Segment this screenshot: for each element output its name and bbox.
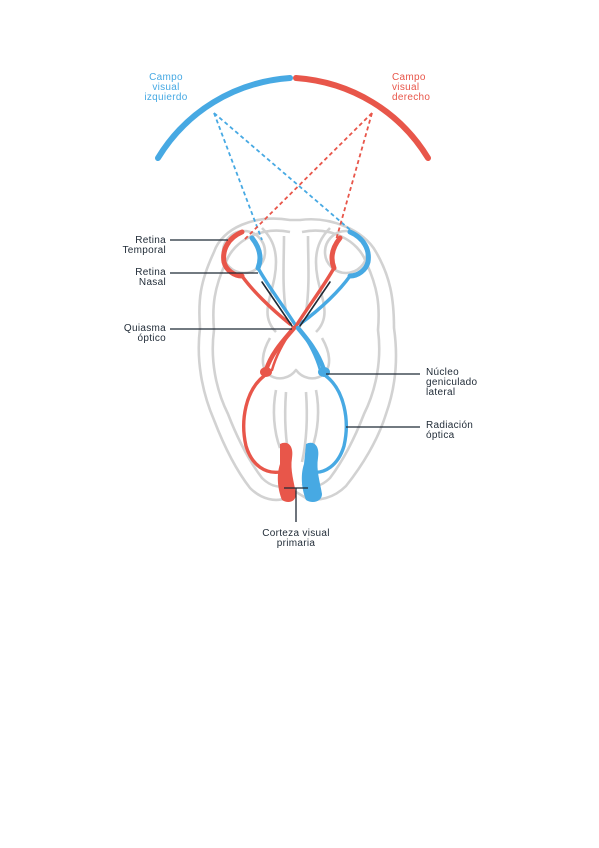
right-lateral-geniculate-nucleus [318, 367, 330, 377]
corteza-line-2: primaria [276, 538, 316, 549]
left-primary-visual-cortex [277, 442, 296, 502]
quiasma-line-2: óptico [137, 333, 166, 344]
right-visual-field-label: Campo visual derecho [392, 73, 462, 103]
left-visual-field-label: Campo visual izquierdo [136, 73, 196, 103]
left-retina-temporal [221, 229, 245, 279]
label-leader-lines [170, 239, 420, 522]
right-retina-nasal [329, 235, 343, 271]
radiacion-line-1: Radiación [426, 420, 474, 431]
right-retina-temporal [347, 229, 371, 279]
left-optic-radiation [242, 374, 282, 474]
retina-nasal-label: Retina Nasal [86, 268, 166, 288]
radiacion-line-2: óptica [426, 430, 455, 441]
left-retina-nasal [249, 235, 263, 271]
retina-nasal-line-2: Nasal [138, 277, 166, 288]
corteza-line-1: Corteza visual [262, 528, 330, 539]
left-field-line-3: izquierdo [144, 92, 188, 103]
right-field-line-2: visual [392, 82, 420, 93]
quiasma-label: Quiasma óptico [86, 324, 166, 344]
nucleo-line-1: Núcleo [426, 367, 459, 378]
right-optic-radiation [310, 374, 348, 474]
left-visual-field-arc [155, 75, 293, 161]
left-field-line-2: visual [152, 82, 180, 93]
right-field-line-1: Campo [392, 72, 426, 83]
nucleo-label: Núcleo geniculado lateral [426, 368, 506, 398]
nucleo-line-2: geniculado [426, 377, 478, 388]
retina-temporal-line-1: Retina [135, 235, 166, 246]
right-field-line-3: derecho [392, 92, 431, 103]
nucleo-line-3: lateral [426, 387, 456, 398]
retina-temporal-label: Retina Temporal [86, 236, 166, 256]
quiasma-line-1: Quiasma [123, 323, 166, 334]
right-field-projection-lines [243, 112, 373, 241]
optic-nerves [240, 266, 352, 328]
corteza-label: Corteza visual primaria [246, 529, 346, 549]
optic-tracts [263, 325, 327, 373]
retina-nasal-line-1: Retina [135, 267, 166, 278]
left-field-line-1: Campo [149, 72, 183, 83]
retina-temporal-line-2: Temporal [122, 245, 166, 256]
left-field-projection-lines [213, 112, 363, 241]
right-visual-field-arc [293, 75, 431, 161]
radiacion-label: Radiación óptica [426, 421, 506, 441]
right-primary-visual-cortex [301, 442, 322, 502]
left-lateral-geniculate-nucleus [260, 367, 272, 377]
